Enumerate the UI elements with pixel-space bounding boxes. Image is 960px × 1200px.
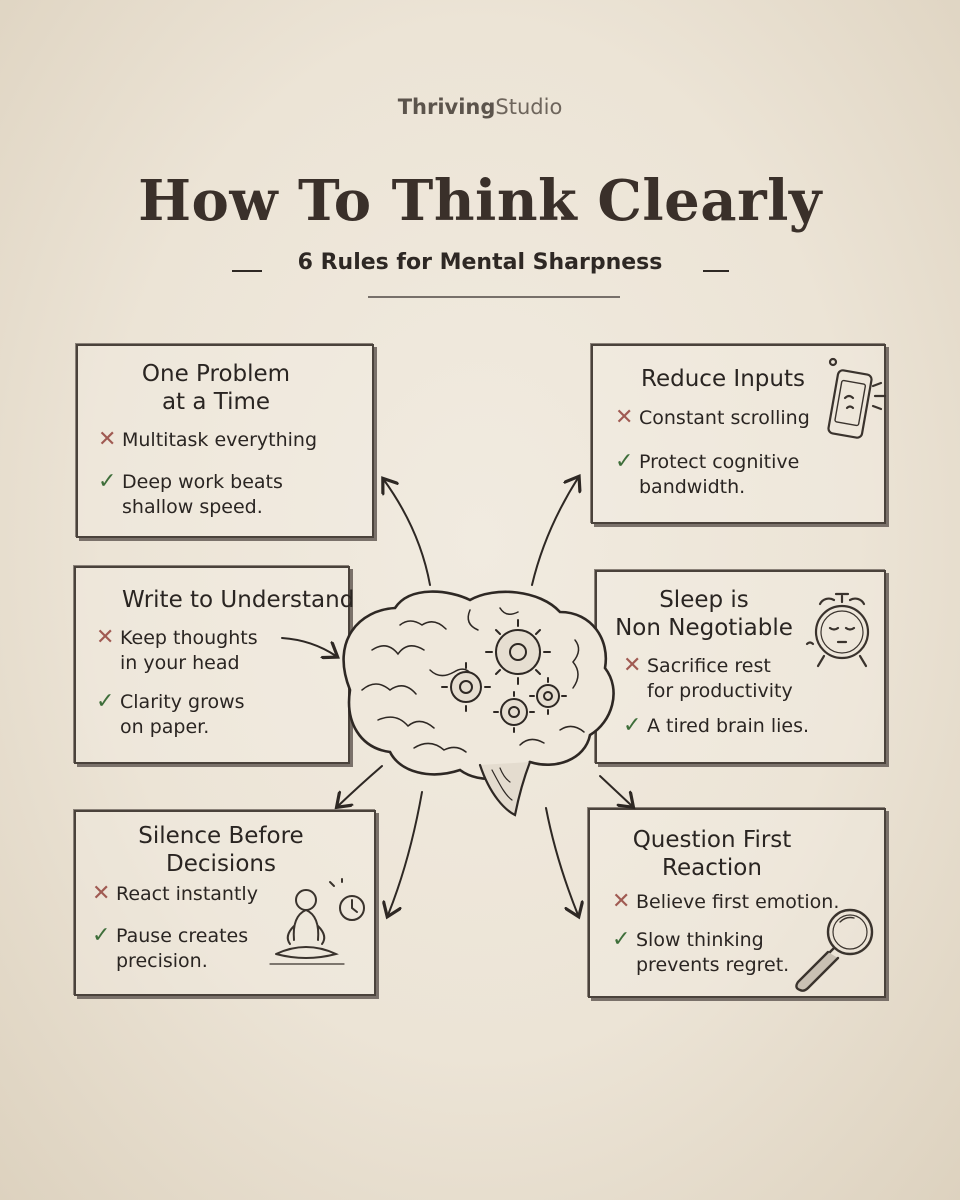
subtitle-dash-left [232, 270, 262, 272]
title-divider [368, 296, 620, 298]
rule-title: One Problem at a Time [141, 361, 291, 415]
page-title: How To Think Clearly [138, 168, 822, 234]
rule-card-silence: Silence Before Decisions ✕ React instant… [74, 810, 376, 996]
checkmark-icon: ✓ [623, 713, 642, 738]
do-row: ✓ Slow thinking prevents regret. [612, 928, 789, 978]
do-text: Pause creates precision. [116, 925, 249, 972]
do-text: Protect cognitive bandwidth. [639, 451, 800, 498]
cross-icon: ✕ [612, 889, 631, 914]
checkmark-icon: ✓ [92, 923, 111, 948]
dont-row: ✕ Keep thoughts in your head [96, 626, 258, 676]
dont-text: Constant scrolling [639, 407, 810, 429]
dont-text: Multitask everything [122, 429, 318, 451]
do-text: A tired brain lies. [647, 715, 810, 737]
dont-text: Keep thoughts in your head [120, 627, 258, 674]
rule-title: Reduce Inputs [641, 366, 805, 392]
dont-row: ✕ Multitask everything [98, 428, 317, 453]
do-row: ✓ Protect cognitive bandwidth. [615, 450, 799, 500]
brand-logo: ThrivingStudio [0, 95, 960, 119]
cross-icon: ✕ [92, 881, 111, 906]
subtitle-dash-right [703, 270, 729, 272]
rule-card-write-to-understand: Write to Understand ✕ Keep thoughts in y… [74, 566, 354, 764]
dont-row: ✕ Constant scrolling [615, 406, 810, 431]
do-row: ✓ A tired brain lies. [623, 714, 809, 739]
do-text: Slow thinking prevents regret. [636, 929, 790, 976]
rule-card-one-problem: One Problem at a Time ✕ Multitask everyt… [76, 344, 374, 538]
rule-title: Question First Reaction [632, 827, 792, 881]
rule-card-sleep: Sleep is Non Negotiable ✕ Sacrifice rest… [595, 570, 886, 764]
cross-icon: ✕ [98, 427, 117, 452]
dont-text: Sacrifice rest for productivity [647, 655, 793, 702]
page-subtitle: 6 Rules for Mental Sharpness [297, 250, 663, 275]
cross-icon: ✕ [96, 625, 115, 650]
do-row: ✓ Pause creates precision. [92, 924, 248, 974]
rule-title: Write to Understand [122, 587, 355, 613]
dont-row: ✕ Believe first emotion. [612, 890, 839, 915]
alarm-clock-icon [805, 592, 870, 668]
magnifying-glass-icon [795, 908, 874, 992]
dont-text: React instantly [116, 883, 258, 905]
checkmark-icon: ✓ [96, 689, 115, 714]
meditating-person-icon [269, 878, 365, 965]
rule-card-question-first: Question First Reaction ✕ Believe first … [588, 808, 886, 998]
do-row: ✓ Clarity grows on paper. [96, 690, 245, 740]
checkmark-icon: ✓ [98, 469, 117, 494]
dont-row: ✕ React instantly [92, 882, 258, 907]
do-text: Clarity grows on paper. [120, 691, 245, 738]
do-text: Deep work beats shallow speed. [122, 471, 283, 518]
cross-icon: ✕ [623, 653, 642, 678]
rule-title: Silence Before Decisions [138, 823, 304, 877]
smartphone-icon [827, 357, 887, 439]
brand-name-light: Studio [495, 95, 563, 119]
dont-row: ✕ Sacrifice rest for productivity [623, 654, 793, 704]
rule-title: Sleep is Non Negotiable [615, 587, 793, 641]
dont-text: Believe first emotion. [636, 891, 840, 913]
brain-gears-icon [342, 590, 615, 817]
checkmark-icon: ✓ [615, 449, 634, 474]
connector-arrows [281, 478, 632, 915]
cross-icon: ✕ [615, 405, 634, 430]
do-row: ✓ Deep work beats shallow speed. [98, 470, 283, 520]
rule-card-reduce-inputs: Reduce Inputs ✕ Constant scrolling ✓ Pro… [591, 344, 887, 524]
brand-name-bold: Thriving [397, 95, 496, 119]
checkmark-icon: ✓ [612, 927, 631, 952]
